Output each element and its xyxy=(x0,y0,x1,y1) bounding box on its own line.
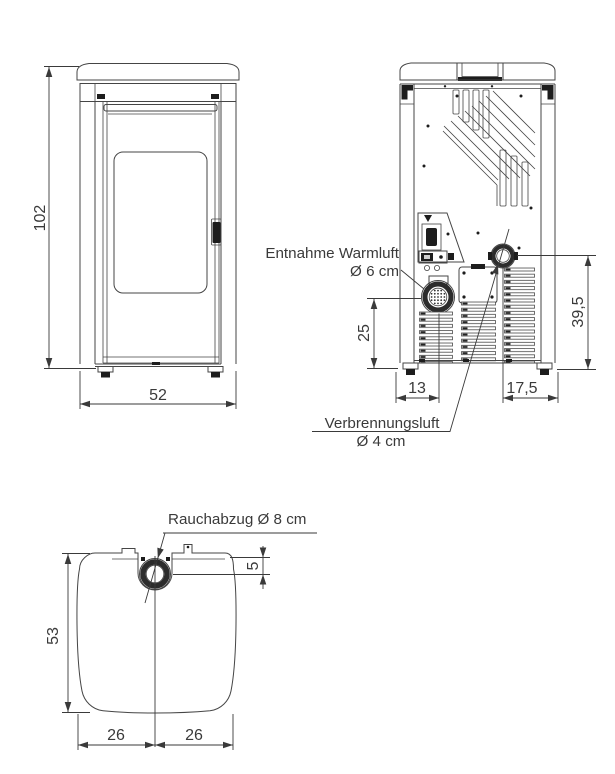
rear-side-pillars xyxy=(399,84,556,363)
front-hinge-right xyxy=(211,94,219,99)
rear-vent-grilles xyxy=(419,267,537,363)
warm-air-height-dimension: 25 xyxy=(356,298,421,369)
front-base-and-feet xyxy=(95,362,224,378)
vent-grille-middle xyxy=(461,301,499,363)
front-foot-left xyxy=(101,372,110,378)
front-door xyxy=(102,101,222,364)
depth-value: 53 xyxy=(45,627,62,645)
warm-air-outlet xyxy=(421,275,455,314)
front-air-grille-bar xyxy=(103,104,218,112)
rear-base-and-feet xyxy=(402,359,553,375)
warm-air-offset-dimension: 13 xyxy=(395,313,440,403)
flue-label-text: Rauchabzug Ø 8 cm xyxy=(168,511,306,528)
front-height-dimension: 102 xyxy=(32,66,96,369)
power-plug xyxy=(426,228,437,246)
front-view xyxy=(76,63,240,378)
front-foot-right xyxy=(211,372,220,378)
flue-inset-value: 5 xyxy=(245,561,262,570)
flue-inset-dimension: 5 xyxy=(173,546,270,589)
warm-air-leader-line xyxy=(400,269,425,290)
power-socket xyxy=(418,250,448,264)
rear-foot-right xyxy=(540,369,549,375)
front-hinge-left xyxy=(97,94,105,99)
warm-air-label: Entnahme Warmluft Ø 6 cm xyxy=(265,245,425,290)
warm-air-label-line2: Ø 6 cm xyxy=(350,263,399,280)
rear-panel-screws xyxy=(422,94,533,236)
combustion-air-leader-line xyxy=(312,228,510,432)
warm-air-offset-value: 13 xyxy=(408,380,426,397)
front-door-handle xyxy=(212,222,221,243)
rear-top-plate xyxy=(399,62,556,81)
half-width-dimensions: 26 26 xyxy=(77,714,234,750)
warm-air-height-value: 25 xyxy=(356,324,373,342)
rear-access-panel xyxy=(458,264,498,304)
front-side-pillars xyxy=(79,101,237,364)
rear-corner-bracket-left xyxy=(401,85,413,100)
combustion-air-offset-value: 17,5 xyxy=(506,380,537,397)
combustion-air-label-line2: Ø 4 cm xyxy=(357,433,406,450)
top-view-outline xyxy=(76,544,237,714)
vent-grille-right xyxy=(504,267,537,363)
depth-dimension: 53 xyxy=(45,553,90,713)
combustion-air-height-dimension: 39,5 xyxy=(517,255,596,370)
combustion-air-label-line1: Verbrennungsluft xyxy=(325,415,441,432)
rear-view xyxy=(399,62,556,375)
combustion-air-label: Verbrennungsluft Ø 4 cm xyxy=(312,228,510,450)
combustion-air-height-value: 39,5 xyxy=(570,296,587,327)
front-top-plate xyxy=(76,63,240,81)
front-width-dimension: 52 xyxy=(79,371,237,409)
rear-heat-exchanger-vents xyxy=(442,89,536,207)
rear-corner-bracket-right xyxy=(542,85,554,100)
front-top-band xyxy=(79,83,237,102)
top-view xyxy=(76,544,237,747)
combustion-air-offset-dimension: 17,5 xyxy=(502,268,559,403)
vent-grille-left xyxy=(419,311,456,363)
flue-leader-line xyxy=(144,532,317,604)
rear-foot-left xyxy=(406,369,415,375)
flue-label: Rauchabzug Ø 8 cm xyxy=(144,511,317,604)
rear-control-panel xyxy=(417,212,465,271)
warm-air-label-line1: Entnahme Warmluft xyxy=(265,245,399,262)
front-width-value: 52 xyxy=(149,387,167,404)
front-glass-window xyxy=(113,151,208,294)
front-height-value: 102 xyxy=(32,205,49,232)
right-half-width-value: 26 xyxy=(185,727,203,744)
combustion-air-inlet xyxy=(488,243,521,269)
left-half-width-value: 26 xyxy=(107,727,125,744)
